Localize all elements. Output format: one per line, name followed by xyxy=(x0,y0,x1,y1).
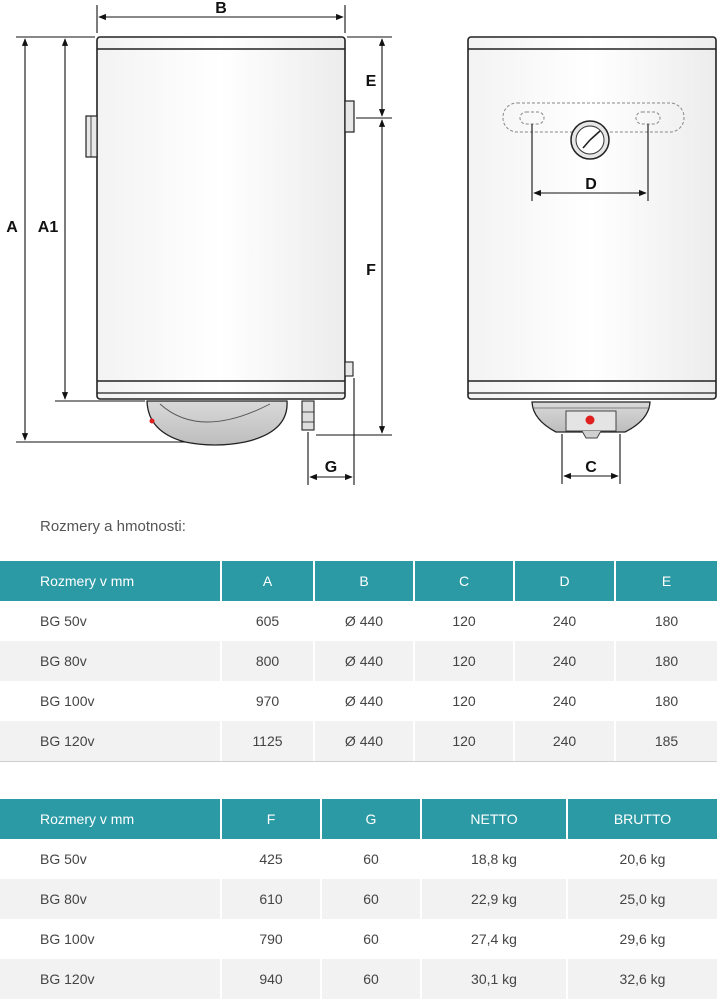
table-row: BG 120v 940 60 30,1 kg 32,6 kg xyxy=(0,959,717,999)
label-a: A xyxy=(6,219,18,236)
table-cell: Ø 440 xyxy=(314,721,415,761)
table-cell: 240 xyxy=(514,641,616,681)
header-cell: BRUTTO xyxy=(567,799,717,839)
table-row: BG 100v 790 60 27,4 kg 29,6 kg xyxy=(0,919,717,959)
table-cell: 1125 xyxy=(221,721,315,761)
table-row: BG 80v 800 Ø 440 120 240 180 xyxy=(0,641,717,681)
table-cell: 18,8 kg xyxy=(421,839,568,879)
label-b: B xyxy=(215,0,227,17)
table-row: BG 80v 610 60 22,9 kg 25,0 kg xyxy=(0,879,717,919)
table-cell: 60 xyxy=(321,959,422,999)
table-cell: 120 xyxy=(414,681,515,721)
table-cell: 605 xyxy=(221,601,315,641)
header-cell: B xyxy=(314,561,415,601)
header-cell: F xyxy=(221,799,322,839)
table-cell: 60 xyxy=(321,919,422,959)
table-cell: 25,0 kg xyxy=(567,879,717,919)
model-cell: BG 50v xyxy=(0,839,222,879)
table-cell: 240 xyxy=(514,601,616,641)
front-view xyxy=(467,36,717,439)
table-cell: 180 xyxy=(615,641,717,681)
table-cell: 32,6 kg xyxy=(567,959,717,999)
model-cell: BG 80v xyxy=(0,879,222,919)
model-cell: BG 80v xyxy=(0,641,222,681)
table-header-row: Rozmery v mm F G NETTO BRUTTO xyxy=(0,799,717,839)
header-cell: Rozmery v mm xyxy=(0,799,222,839)
table-cell: Ø 440 xyxy=(314,601,415,641)
label-g: G xyxy=(325,459,337,476)
table-cell: 790 xyxy=(221,919,322,959)
model-cell: BG 100v xyxy=(0,919,222,959)
table-cell: 800 xyxy=(221,641,315,681)
table-cell: 27,4 kg xyxy=(421,919,568,959)
table-row: BG 50v 605 Ø 440 120 240 180 xyxy=(0,601,717,641)
model-cell: BG 100v xyxy=(0,681,222,721)
label-f: F xyxy=(366,262,376,279)
table-cell: 180 xyxy=(615,681,717,721)
table-cell: 120 xyxy=(414,721,515,761)
divider xyxy=(0,761,717,762)
table-row: BG 100v 970 Ø 440 120 240 180 xyxy=(0,681,717,721)
table-cell: 970 xyxy=(221,681,315,721)
dimension-lines-front xyxy=(531,124,649,484)
dimension-lines xyxy=(16,5,392,485)
thermometer-icon xyxy=(570,120,610,160)
table-cell: Ø 440 xyxy=(314,681,415,721)
label-e: E xyxy=(366,73,377,90)
table-cell: 60 xyxy=(321,839,422,879)
model-cell: BG 120v xyxy=(0,721,222,761)
table-cell: 30,1 kg xyxy=(421,959,568,999)
table-cell: 29,6 kg xyxy=(567,919,717,959)
header-cell: G xyxy=(321,799,422,839)
header-cell: NETTO xyxy=(421,799,568,839)
side-view xyxy=(85,36,355,446)
table-row: BG 120v 1125 Ø 440 120 240 185 xyxy=(0,721,717,761)
header-cell: A xyxy=(221,561,315,601)
dimensions-table: Rozmery v mm A B C D E BG 50v 605 Ø 440 … xyxy=(0,561,717,761)
table-cell: 120 xyxy=(414,641,515,681)
table-cell: 20,6 kg xyxy=(567,839,717,879)
section-title: Rozmery a hmotnosti: xyxy=(40,518,186,535)
table-cell: 240 xyxy=(514,721,616,761)
table-header-row: Rozmery v mm A B C D E xyxy=(0,561,717,601)
table-cell: 940 xyxy=(221,959,322,999)
table-cell: 180 xyxy=(615,601,717,641)
label-d: D xyxy=(585,176,597,193)
dimension-diagram: B A A1 E F G D C xyxy=(6,0,717,485)
table-cell: 610 xyxy=(221,879,322,919)
table-cell: 185 xyxy=(615,721,717,761)
weights-table: Rozmery v mm F G NETTO BRUTTO BG 50v 425… xyxy=(0,799,717,999)
table-cell: 425 xyxy=(221,839,322,879)
header-cell: Rozmery v mm xyxy=(0,561,222,601)
table-row: BG 50v 425 60 18,8 kg 20,6 kg xyxy=(0,839,717,879)
label-c: C xyxy=(585,459,597,476)
table-cell: Ø 440 xyxy=(314,641,415,681)
table-cell: 60 xyxy=(321,879,422,919)
header-cell: D xyxy=(514,561,616,601)
table-cell: 120 xyxy=(414,601,515,641)
model-cell: BG 120v xyxy=(0,959,222,999)
table-cell: 22,9 kg xyxy=(421,879,568,919)
model-cell: BG 50v xyxy=(0,601,222,641)
header-cell: C xyxy=(414,561,515,601)
header-cell: E xyxy=(615,561,717,601)
table-cell: 240 xyxy=(514,681,616,721)
label-a1: A1 xyxy=(38,219,59,236)
indicator-light-icon xyxy=(585,415,595,425)
